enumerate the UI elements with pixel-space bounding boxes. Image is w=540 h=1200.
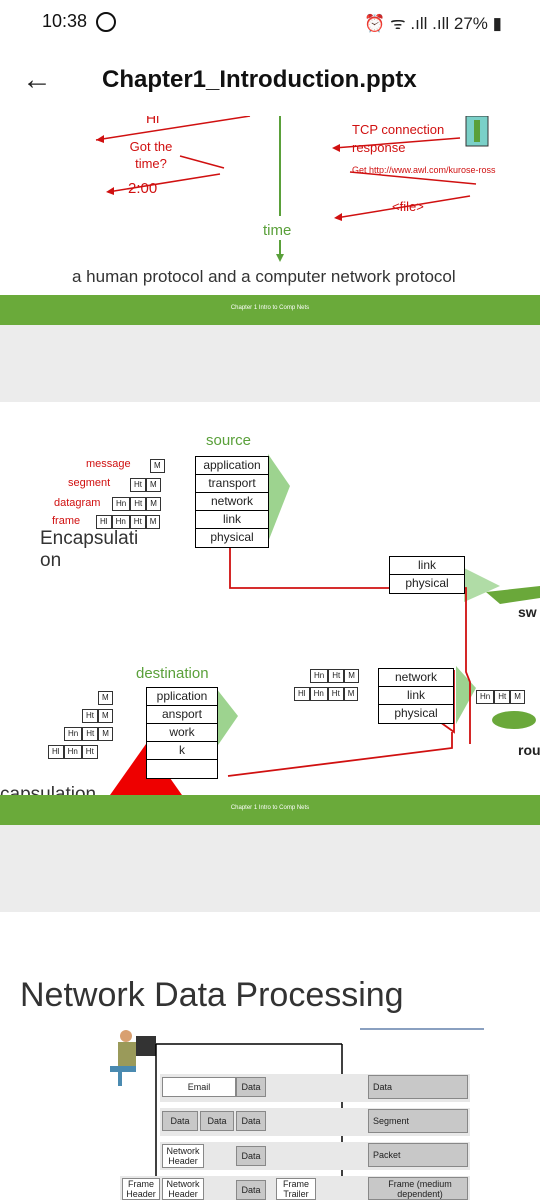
- data-cell-5: Data: [236, 1146, 266, 1166]
- frame-label: frame: [52, 515, 81, 527]
- network-header-cell-2: Network Header: [162, 1178, 204, 1200]
- packet-cell: Packet: [368, 1143, 468, 1167]
- encapsulation-title: Encapsulati: [40, 528, 139, 549]
- segment-label: segment: [68, 477, 111, 489]
- tcp-response-label: response: [352, 140, 406, 155]
- datagram-label: datagram: [54, 497, 101, 509]
- document-title: Chapter1_Introduction.pptx: [102, 66, 417, 93]
- segment-cell: Segment: [368, 1109, 468, 1133]
- message-packet: M: [150, 459, 165, 473]
- encapsulation-diagram: [88, 454, 540, 825]
- data-label-cell: Data: [368, 1075, 468, 1099]
- divider: [360, 1028, 484, 1030]
- frame-md-cell: Frame (medium dependent): [368, 1177, 468, 1200]
- two-oclock-label: 2:00: [128, 180, 158, 197]
- frame-header-cell: Frame Header: [122, 1178, 160, 1200]
- file-label: <file>: [392, 199, 424, 214]
- whatsapp-icon: [96, 12, 116, 32]
- destination-label: destination: [136, 665, 209, 682]
- email-cell: Email: [162, 1077, 236, 1097]
- slide-footer: Chapter 1 Intro to Comp Nets: [0, 295, 540, 325]
- router-stack: network link physical: [378, 668, 454, 724]
- slide-2[interactable]: source application transport network lin…: [0, 402, 540, 825]
- slide-caption: a human protocol and a computer network …: [72, 267, 456, 286]
- data-cell-3: Data: [200, 1111, 234, 1131]
- message-label: message: [86, 458, 131, 470]
- got-the-time-label: Got the time?: [129, 139, 173, 171]
- network-header-cell: Network Header: [162, 1144, 204, 1168]
- switch-stack: link physical: [389, 556, 465, 594]
- tcp-request-label: TCP connection: [352, 122, 445, 137]
- get-url-label: Get http://www.awl.com/kurose-ross: [352, 165, 496, 175]
- source-stack: application transport network link physi…: [195, 456, 269, 548]
- status-battery: ⏰ ᯤ .ıll .ıll 27% ▮: [364, 14, 502, 33]
- protocol-arrows: [95, 116, 489, 262]
- status-bar: 10:38 ⏰ ᯤ .ıll .ıll 27% ▮: [0, 0, 540, 44]
- encapsulation-title-2: on: [40, 550, 62, 571]
- slide-heading: Network Data Processing: [20, 976, 404, 1014]
- switch-label: sw: [518, 604, 537, 620]
- slide-footer-2: Chapter 1 Intro to Comp Nets: [0, 795, 540, 825]
- frame-trailer-cell: Frame Trailer: [276, 1178, 316, 1200]
- app-bar: ← Chapter1_Introduction.pptx: [0, 44, 540, 116]
- data-cell-1: Data: [236, 1077, 266, 1097]
- back-arrow-icon[interactable]: ←: [22, 63, 52, 96]
- slide-3[interactable]: Network Data Processing Email Data Data …: [0, 912, 540, 1200]
- data-cell-2: Data: [162, 1111, 198, 1131]
- data-cell-4: Data: [236, 1111, 266, 1131]
- router-label: rou: [518, 742, 540, 758]
- slide-1[interactable]: Hi Got the time? 2:00 TCP connection res…: [0, 116, 540, 325]
- data-cell-6: Data: [236, 1180, 266, 1200]
- time-axis-label: time: [263, 222, 292, 239]
- status-time: 10:38: [42, 11, 88, 31]
- dest-message-packet: M: [98, 691, 113, 705]
- source-label: source: [206, 432, 252, 449]
- destination-stack: pplication ansport work k: [146, 687, 218, 779]
- hi-label: Hi: [146, 116, 160, 126]
